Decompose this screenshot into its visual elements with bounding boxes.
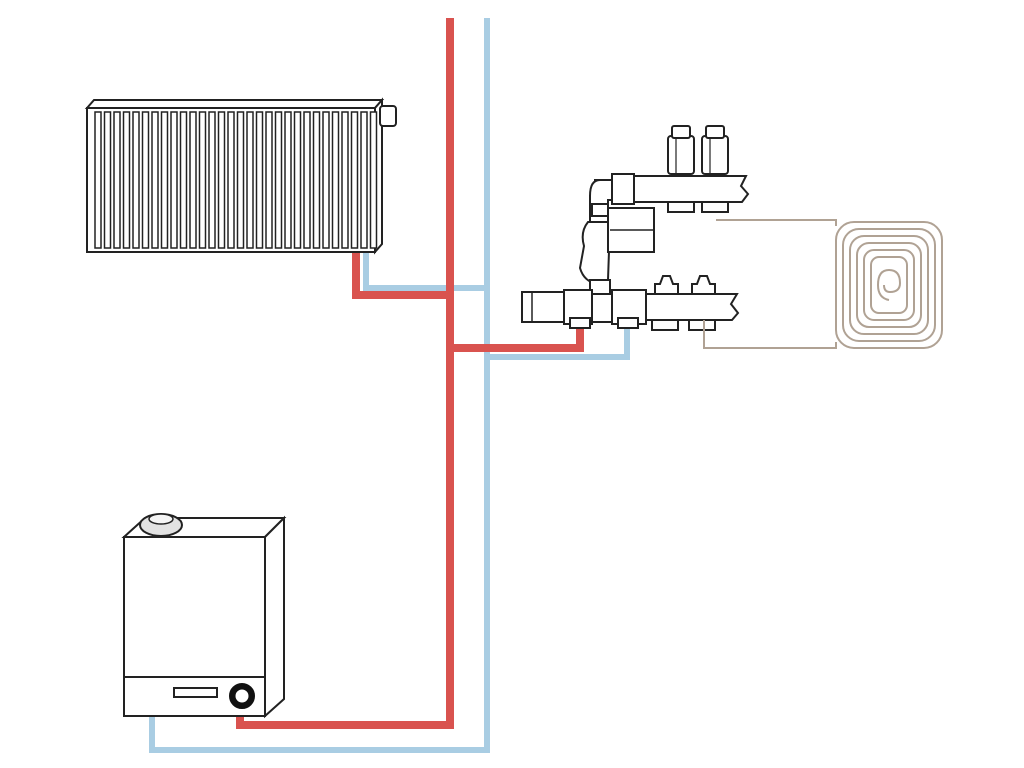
radiator-fin [312, 111, 321, 249]
loop-return-line [703, 320, 837, 349]
radiator-fin [179, 111, 188, 249]
loop-flow-line [716, 219, 837, 226]
radiator-fin [132, 111, 140, 249]
radiator-fin [303, 111, 311, 249]
boiler-icon [121, 513, 287, 719]
supply-radiator-branch [352, 252, 450, 299]
radiator-fin [151, 111, 159, 249]
radiator-fin [341, 111, 349, 249]
radiator-fin [236, 111, 245, 249]
underfloor-heating-loop-icon [703, 219, 943, 349]
radiator-fin [246, 111, 254, 249]
flow-meter-1 [651, 275, 679, 331]
radiator-fin [141, 111, 150, 249]
radiator-fin [331, 111, 340, 249]
radiator-fin [265, 111, 273, 249]
radiator-fins [94, 111, 378, 249]
radiator-fin [122, 111, 131, 249]
boiler-display-slot [173, 687, 218, 698]
supply-manifold-branch [450, 326, 584, 352]
radiator-fin [170, 111, 178, 249]
radiator-fin [293, 111, 302, 249]
radiator-fin [113, 111, 121, 249]
flow-meter-2 [688, 275, 716, 331]
radiator-icon [84, 97, 397, 255]
radiator-fin [350, 111, 359, 249]
radiator-fin [360, 111, 368, 249]
supply-main-riser [236, 18, 454, 729]
return-radiator-branch [363, 252, 487, 291]
radiator-fin [227, 111, 235, 249]
circulation-pump-icon [578, 207, 655, 295]
radiator-fin [208, 111, 216, 249]
radiator-fin [94, 111, 102, 249]
radiator-fin [189, 111, 197, 249]
radiator-fin [160, 111, 169, 249]
return-main-riser [149, 18, 490, 753]
radiator-fin [198, 111, 207, 249]
radiator-fin [255, 111, 264, 249]
manifold-icon [521, 125, 750, 331]
actuator-valve-1 [667, 125, 695, 213]
radiator-fin [284, 111, 292, 249]
actuator-valve-2 [701, 125, 729, 213]
return-manifold-branch [487, 326, 630, 360]
radiator-fin [217, 111, 226, 249]
radiator-fin [322, 111, 330, 249]
radiator-fin [274, 111, 283, 249]
radiator-fin [369, 111, 378, 249]
supply-pipes [236, 18, 584, 729]
radiator-fin [103, 111, 112, 249]
